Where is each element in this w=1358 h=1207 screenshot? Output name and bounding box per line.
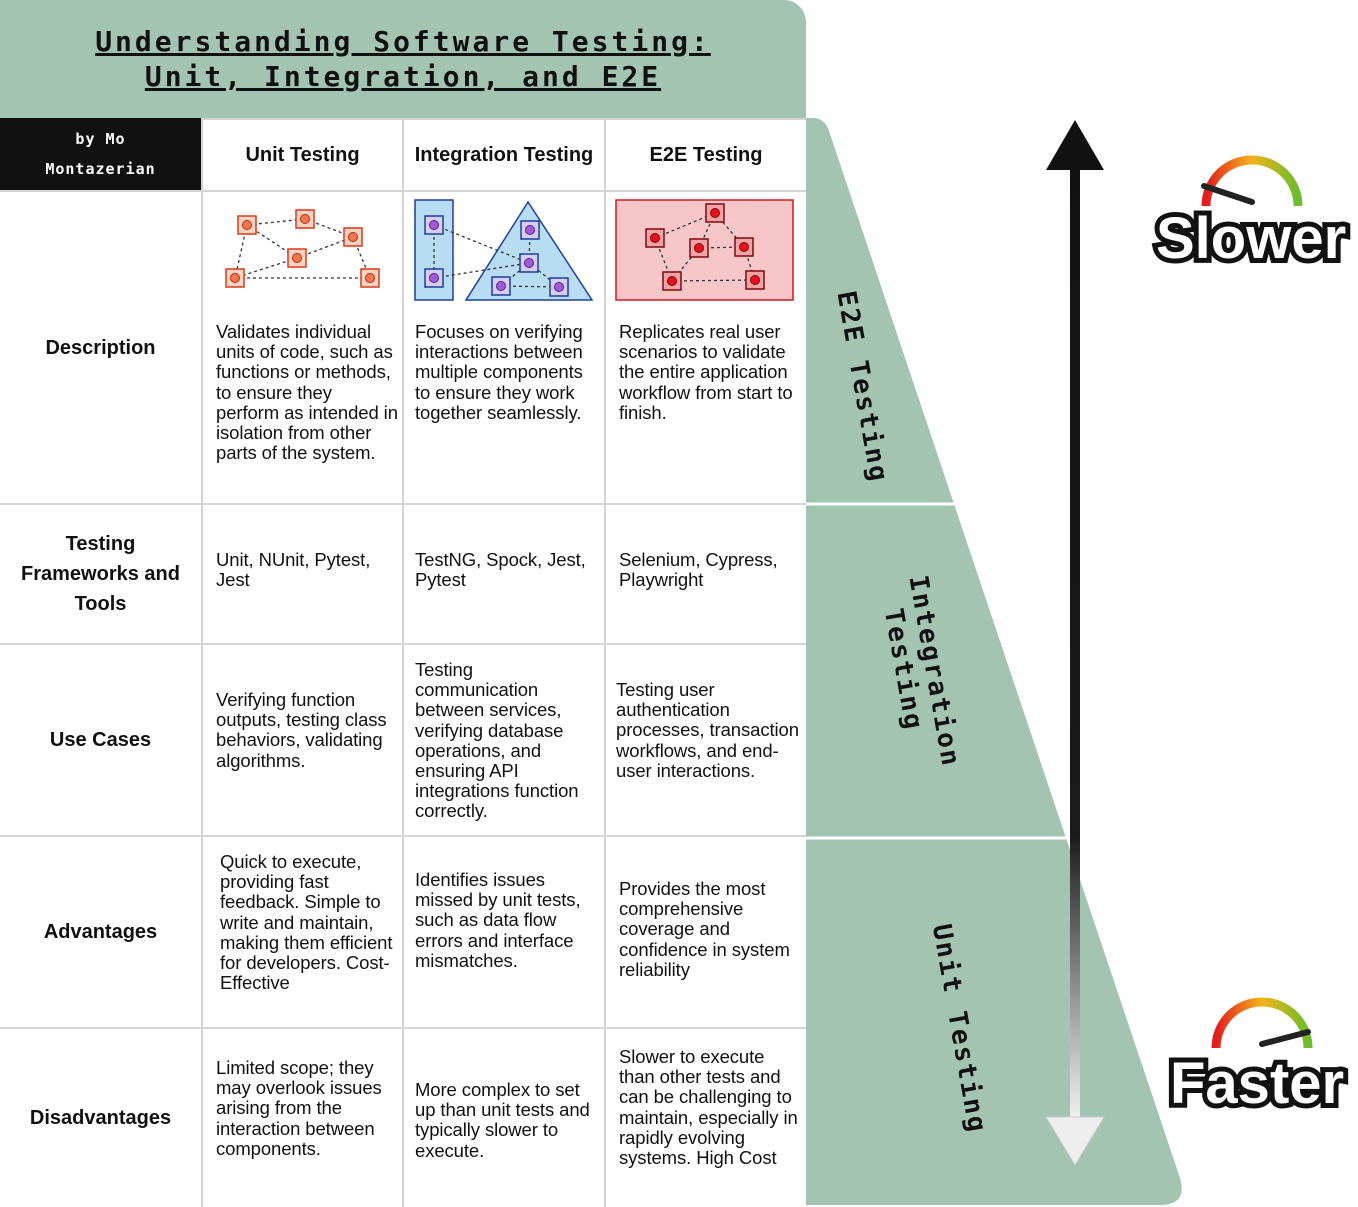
double-headed-arrow-icon [1045,120,1105,1166]
cell-integration-description: Focuses on verifying interactions betwee… [404,192,604,503]
faster-label-outline: Faster [1165,1046,1349,1121]
cell-e2e-use-cases: Testing user authentication processes, t… [606,645,806,835]
e2e-advantages-text: Provides the most comprehensive coverage… [619,878,790,980]
integration-network-icon [414,199,594,301]
cell-e2e-advantages: Provides the most comprehensive coverage… [606,837,806,1027]
page-title: Understanding Software Testing: Unit, In… [0,24,806,94]
comparison-table: by Mo Montazerian Unit Testing Integrati… [0,118,806,1207]
column-header-integration: Integration Testing [404,120,604,190]
slower-label-outline: Slower [1151,201,1351,276]
cell-e2e-frameworks: Selenium, Cypress, Playwright [606,505,806,643]
row-header-disadvantages: Disadvantages [0,1029,201,1207]
e2e-frameworks-text: Selenium, Cypress, Playwright [619,549,778,591]
cell-unit-advantages: Quick to execute, providing fast feedbac… [203,837,402,1027]
column-header-unit: Unit Testing [203,120,402,190]
author-line-2: Montazerian [45,160,156,178]
title-banner [0,0,806,118]
integration-advantages-text: Identifies issues missed by unit tests, … [415,869,581,971]
row-header-advantages: Advantages [0,837,201,1027]
unit-network-icon [225,209,380,288]
cell-unit-frameworks: Unit, NUnit, Pytest, Jest [203,505,402,643]
title-line-1: Understanding Software Testing: [95,25,711,58]
cell-integration-disadvantages: More complex to set up than unit tests a… [404,1029,604,1207]
cell-unit-disadvantages: Limited scope; they may overlook issues … [203,1029,402,1207]
unit-frameworks-text: Unit, NUnit, Pytest, Jest [216,549,371,591]
cell-e2e-description: Replicates real user scenarios to valida… [606,192,806,503]
integration-use-cases-text: Testing communication between services, … [415,659,579,822]
cell-integration-advantages: Identifies issues missed by unit tests, … [404,837,604,1027]
row-header-description: Description [0,192,201,503]
row-header-frameworks: Testing Frameworks and Tools [0,505,201,643]
unit-use-cases-text: Verifying function outputs, testing clas… [216,689,387,771]
integration-frameworks-text: TestNG, Spock, Jest, Pytest [415,549,586,591]
e2e-network-icon [615,199,794,301]
gauge-icon [1211,997,1313,1049]
unit-advantages-text: Quick to execute, providing fast feedbac… [220,851,393,994]
slower-label: Slower Slower [1151,201,1351,276]
integration-disadvantages-text: More complex to set up than unit tests a… [415,1079,590,1161]
author-credit: by Mo Montazerian [0,118,201,190]
e2e-use-cases-text: Testing user authentication processes, t… [616,679,799,781]
unit-description-text: Validates individual units of code, such… [216,321,398,464]
cell-e2e-disadvantages: Slower to execute than other tests and c… [606,1029,806,1207]
faster-label-fill: Faster [1170,1051,1345,1116]
cell-unit-description: Validates individual units of code, such… [203,192,402,503]
cell-integration-use-cases: Testing communication between services, … [404,645,604,835]
unit-disadvantages-text: Limited scope; they may overlook issues … [216,1057,382,1159]
title-line-2: Unit, Integration, and E2E [144,60,662,93]
slower-label-fill: Slower [1156,206,1347,271]
gauge-icon [1201,155,1303,207]
cell-unit-use-cases: Verifying function outputs, testing clas… [203,645,402,835]
cell-integration-frameworks: TestNG, Spock, Jest, Pytest [404,505,604,643]
integration-description-text: Focuses on verifying interactions betwee… [415,321,583,423]
column-header-e2e: E2E Testing [606,120,806,190]
row-header-use-cases: Use Cases [0,645,201,835]
e2e-description-text: Replicates real user scenarios to valida… [619,321,793,423]
author-line-1: by Mo [75,130,126,148]
e2e-disadvantages-text: Slower to execute than other tests and c… [619,1046,798,1169]
faster-label: Faster Faster [1165,1046,1349,1121]
